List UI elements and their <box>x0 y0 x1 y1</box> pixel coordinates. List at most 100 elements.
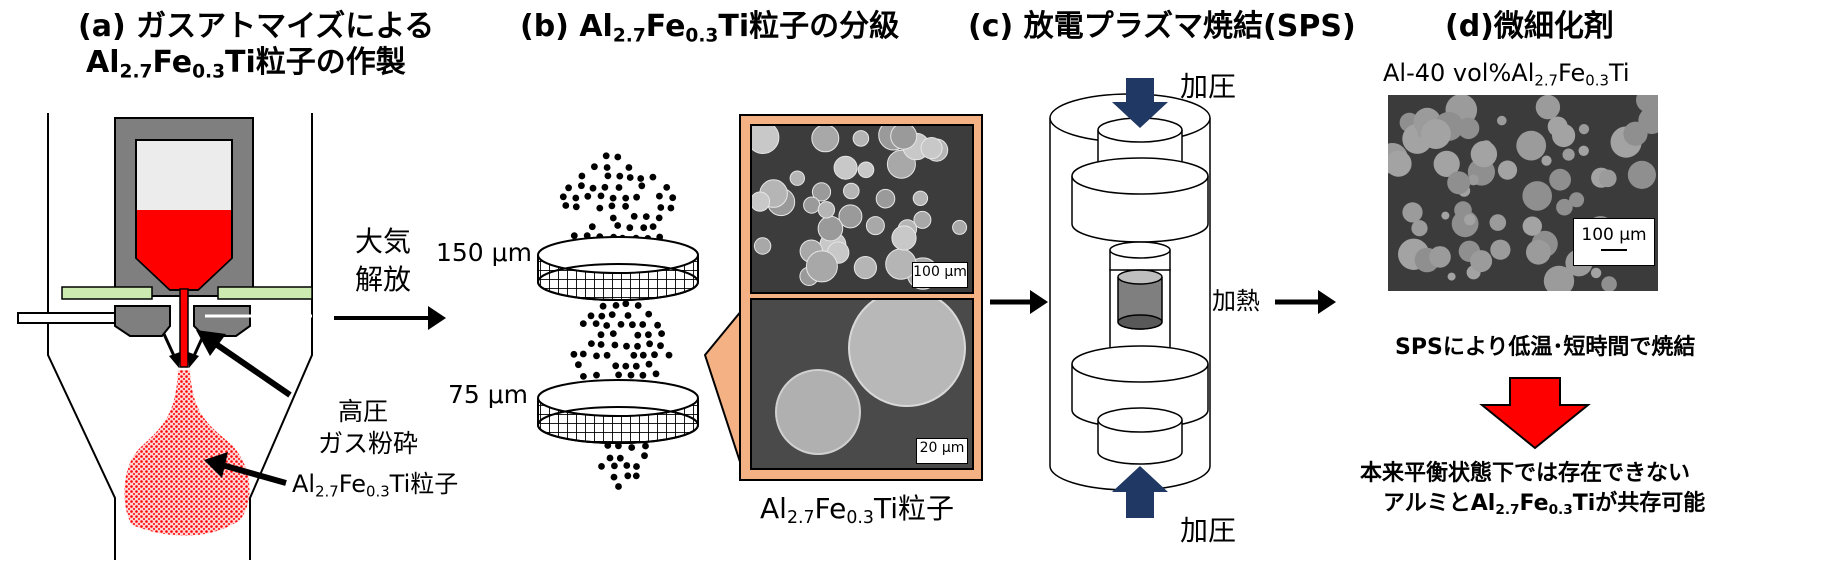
powder-between-sieves <box>570 300 673 380</box>
powder-particle <box>615 371 622 379</box>
powder-particle <box>608 202 616 210</box>
powder-particle <box>598 463 605 470</box>
label-release: 解放 <box>355 263 412 296</box>
powder-particle <box>614 222 622 229</box>
gas-inlet-pipe <box>17 312 119 324</box>
powder-particle <box>638 182 646 190</box>
powder-particle <box>597 341 605 348</box>
powder-particle <box>654 321 661 329</box>
powder-particle <box>655 214 663 222</box>
label-classified-particles: Al2.7Fe0.3Ti粒子 <box>760 492 954 529</box>
powder-particle <box>588 340 595 347</box>
powder-particle <box>612 362 620 370</box>
powder-particle <box>632 472 640 480</box>
powder-above-sieve1 <box>559 152 677 242</box>
label-high-pressure: 高圧 <box>338 397 389 426</box>
sem-image-75um-particles: 20 μm <box>750 298 974 470</box>
sem1-particle <box>891 225 917 251</box>
powder-particle <box>602 152 610 160</box>
powder-particle <box>622 202 629 210</box>
refiner-particle <box>1516 130 1547 161</box>
powder-particle <box>562 202 570 209</box>
powder-particle <box>637 175 645 182</box>
sem1-particle <box>920 137 943 160</box>
refiner-particle <box>1388 150 1412 177</box>
powder-particle <box>609 214 617 222</box>
sem1-particle <box>843 182 860 200</box>
powder-particle <box>623 462 631 469</box>
powder-particle <box>651 351 658 359</box>
refiner-particle <box>1549 168 1571 191</box>
sem1-scale-bar: 100 μm <box>912 262 968 288</box>
panel-d-title: (d)微細化剤 <box>1445 9 1614 44</box>
powder-particle <box>640 224 648 232</box>
refiner-particle <box>1578 145 1589 156</box>
powder-below-sieve2 <box>598 442 649 490</box>
press-arrow-bottom <box>1112 466 1168 518</box>
sem1-particle <box>811 182 832 202</box>
powder-particle <box>593 352 600 360</box>
refiner-particle <box>1552 123 1576 148</box>
powder-particle <box>572 203 580 211</box>
arrow-to-refiner <box>1275 290 1336 314</box>
powder-particle <box>629 321 636 329</box>
sem1-particle <box>857 161 875 179</box>
powder-particle <box>632 362 640 370</box>
panel-c-title: (c) 放電プラズマ焼結(SPS) <box>968 9 1356 44</box>
powder-particle <box>598 312 606 320</box>
sem1-particle <box>838 204 863 229</box>
powder-particle <box>591 163 598 171</box>
powder-particle <box>597 192 605 200</box>
sem1-particle <box>890 126 918 150</box>
powder-particle <box>610 473 618 481</box>
powder-particle <box>615 442 622 450</box>
sem1-particle <box>752 191 771 212</box>
powder-particle <box>645 360 653 368</box>
powder-particle <box>596 204 604 212</box>
refiner-particle <box>1433 150 1460 177</box>
refiner-particle <box>1441 211 1450 220</box>
refiner-particle <box>1569 192 1585 208</box>
label-sieve-150: 150 μm <box>436 238 532 267</box>
label-pressure-top: 加圧 <box>1180 70 1237 103</box>
refiner-particle <box>1601 276 1617 291</box>
powder-particle <box>623 342 630 350</box>
sem1-particle <box>817 215 844 242</box>
powder-particle <box>634 342 641 350</box>
powder-particle <box>626 224 634 232</box>
refiner-particle <box>1627 160 1656 189</box>
label-atmosphere: 大気 <box>355 225 412 258</box>
panel-a-title-line2: Al2.7Fe0.3Ti粒子の作製 <box>86 45 406 83</box>
powder-particle <box>626 174 634 181</box>
melt-stream <box>179 288 189 368</box>
refiner-particle <box>1562 148 1575 161</box>
powder-particle <box>634 331 642 339</box>
sem1-particle <box>805 250 838 283</box>
powder-particle <box>609 330 617 337</box>
powder-particle <box>570 232 578 240</box>
powder-particle <box>601 183 609 191</box>
sieve-stack <box>537 152 699 490</box>
powder-particle <box>578 182 585 190</box>
powder-particle <box>622 194 630 202</box>
refiner-particle <box>1411 220 1428 237</box>
refiner-particle <box>1556 198 1573 216</box>
powder-particle <box>630 351 638 359</box>
label-sieve-75: 75 μm <box>448 380 529 409</box>
arrow-to-sps <box>990 290 1048 314</box>
sem1-particle <box>853 256 878 280</box>
label-sps-note: SPSにより低温･短時間で焼結 <box>1395 335 1696 360</box>
panel-d-material-label: Al-40 vol%Al2.7Fe0.3Ti <box>1383 59 1630 90</box>
refiner-particle <box>1578 124 1590 135</box>
powder-particle <box>652 370 660 378</box>
powder-particle <box>614 153 622 161</box>
refiner-particle <box>1457 117 1480 140</box>
powder-particle <box>625 164 633 171</box>
arrow-atmosphere-release <box>334 306 446 330</box>
refiner-particle <box>1590 267 1602 279</box>
sem1-particle <box>913 210 932 229</box>
panel-a-title-line1: (a) ガスアトマイズによる <box>78 9 435 44</box>
powder-particle <box>665 351 673 359</box>
powder-particle <box>604 172 612 180</box>
sem1-particle <box>817 201 836 219</box>
